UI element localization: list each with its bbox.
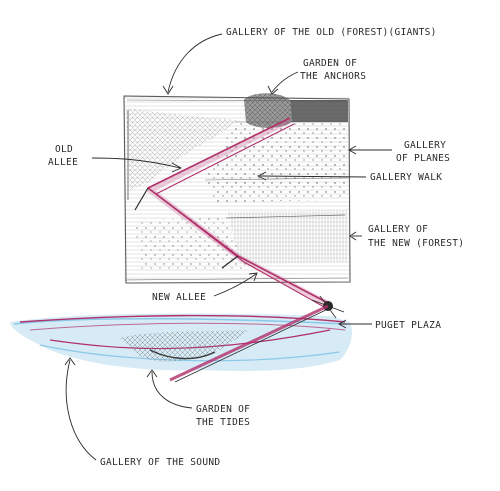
garden-of-the-anchors-area bbox=[244, 93, 348, 128]
label-garden-of-the-anchors-2: THE ANCHORS bbox=[300, 71, 366, 82]
label-gallery-of-planes-2: OF PLANES bbox=[396, 153, 450, 164]
label-puget-plaza: PUGET PLAZA bbox=[375, 320, 441, 331]
leader-lines bbox=[64, 33, 392, 461]
label-garden-of-the-tides-1: GARDEN OF bbox=[196, 404, 250, 415]
label-gallery-of-the-new-1: GALLERY OF bbox=[368, 224, 428, 235]
label-garden-of-the-tides-2: THE TIDES bbox=[196, 417, 250, 428]
old-allee-band bbox=[126, 108, 240, 200]
label-garden-of-the-anchors-1: GARDEN OF bbox=[303, 58, 357, 69]
label-gallery-of-the-new-2: THE NEW (FOREST) bbox=[368, 238, 464, 249]
garden-of-the-tides-area bbox=[120, 330, 250, 362]
label-gallery-of-planes-1: GALLERY bbox=[404, 140, 446, 151]
lower-block-area bbox=[135, 218, 250, 272]
label-gallery-walk: GALLERY WALK bbox=[370, 172, 442, 183]
label-gallery-of-the-sound: GALLERY OF THE SOUND bbox=[100, 457, 220, 468]
label-old-allee-2: ALLEE bbox=[48, 157, 78, 168]
zigzag-walk bbox=[134, 117, 332, 309]
label-old-allee-1: OLD bbox=[55, 144, 73, 155]
label-gallery-of-the-old: GALLERY OF THE OLD (FOREST)(GIANTS) bbox=[226, 27, 437, 38]
label-new-allee: NEW ALLEE bbox=[152, 292, 206, 303]
gallery-of-the-new-area bbox=[225, 210, 348, 264]
